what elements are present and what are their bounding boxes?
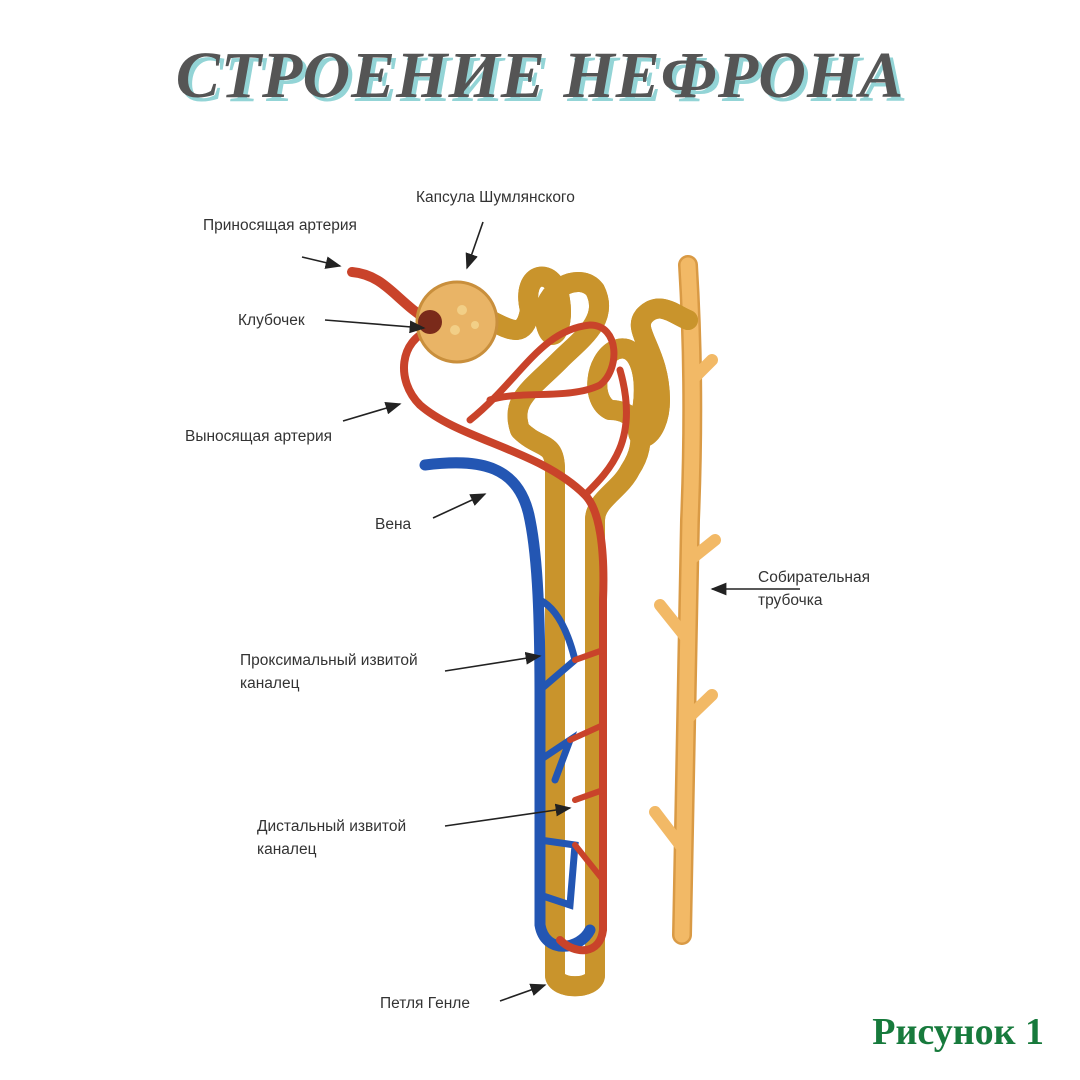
label-line: Дистальный извитой bbox=[257, 818, 407, 835]
label-vein: Вена bbox=[375, 516, 412, 533]
bowman-capsule bbox=[415, 280, 499, 364]
label-capsule: Капсула Шумлянского bbox=[416, 189, 575, 206]
label-line: каналец bbox=[240, 675, 300, 692]
label-collecting-duct: Собирательная трубочка bbox=[758, 566, 870, 612]
figure-caption: Рисунок 1 bbox=[872, 1011, 1044, 1053]
label-line: каналец bbox=[257, 841, 317, 858]
label-glomerulus: Клубочек bbox=[238, 312, 305, 329]
label-efferent-artery: Выносящая артерия bbox=[185, 428, 332, 445]
label-afferent-artery: Приносящая артерия bbox=[203, 217, 357, 234]
label-line: трубочка bbox=[758, 592, 823, 609]
page-title: СТРОЕНИЕ НЕФРОНА bbox=[175, 39, 905, 112]
label-distal-tubule: Дистальный извитой каналец bbox=[257, 815, 406, 861]
arteries bbox=[347, 267, 631, 955]
pointer-arrows bbox=[301, 221, 800, 1002]
label-line: Собирательная bbox=[758, 569, 870, 586]
label-line: Проксимальный извитой bbox=[240, 652, 418, 669]
label-loop-of-henle: Петля Генле bbox=[380, 995, 470, 1012]
label-proximal-tubule: Проксимальный извитой каналец bbox=[240, 649, 418, 695]
vein bbox=[419, 457, 596, 952]
collecting-duct bbox=[649, 255, 721, 945]
renal-tubule bbox=[480, 277, 698, 987]
